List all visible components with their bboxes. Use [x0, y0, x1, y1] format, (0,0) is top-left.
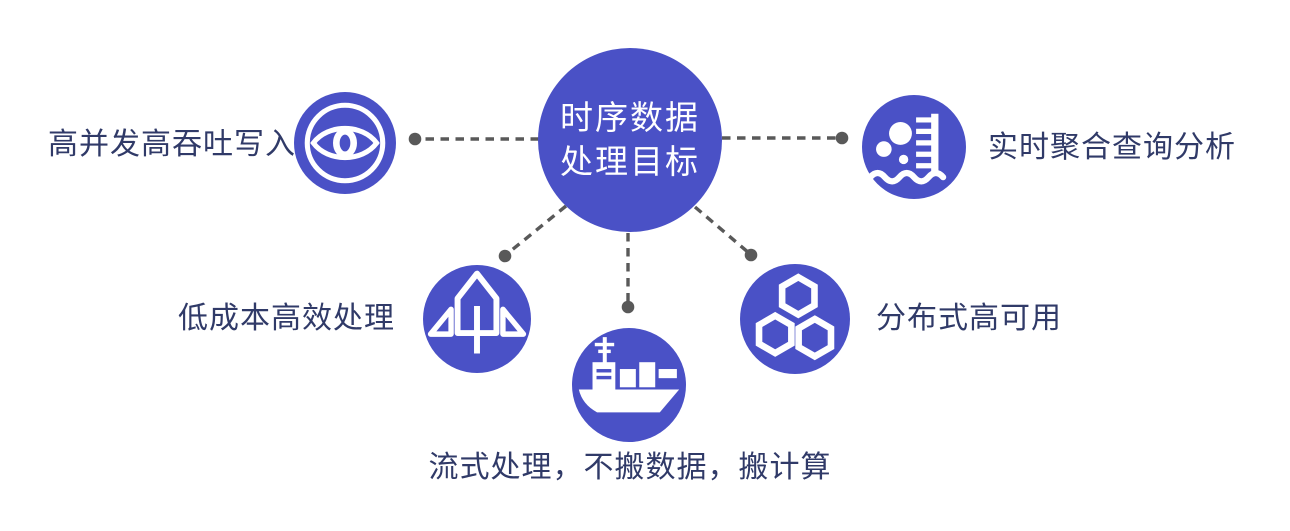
node-query-circle — [862, 95, 966, 199]
connector-right — [722, 131, 849, 145]
cargo-ship-icon — [578, 337, 680, 413]
rocket-icon — [427, 270, 527, 354]
node-query-label: 实时聚合查询分析 — [988, 131, 1236, 164]
connector-left — [408, 132, 539, 146]
node-stream-label: 流式处理，不搬数据，搬计算 — [428, 451, 832, 484]
node-write-label: 高并发高吞吐写入 — [48, 128, 296, 161]
node-write-circle — [294, 92, 396, 194]
node-distributed-label: 分布式高可用 — [876, 302, 1062, 335]
center-title-line2: 处理目标 — [560, 143, 700, 180]
hexagon-cluster-icon — [755, 273, 835, 361]
eye-icon — [304, 102, 386, 184]
connector-bottom-right — [693, 205, 758, 262]
center-title-line1: 时序数据 — [560, 98, 700, 136]
connector-bottom-left — [498, 204, 568, 263]
node-cost-circle — [423, 265, 531, 373]
connector-bottom-center — [621, 233, 635, 314]
center-node: 时序数据 处理目标 — [538, 48, 722, 232]
node-distributed-circle — [740, 264, 850, 374]
water-level-gauge-icon — [867, 113, 947, 185]
node-cost-label: 低成本高效处理 — [178, 302, 395, 335]
node-stream-circle — [572, 328, 686, 442]
